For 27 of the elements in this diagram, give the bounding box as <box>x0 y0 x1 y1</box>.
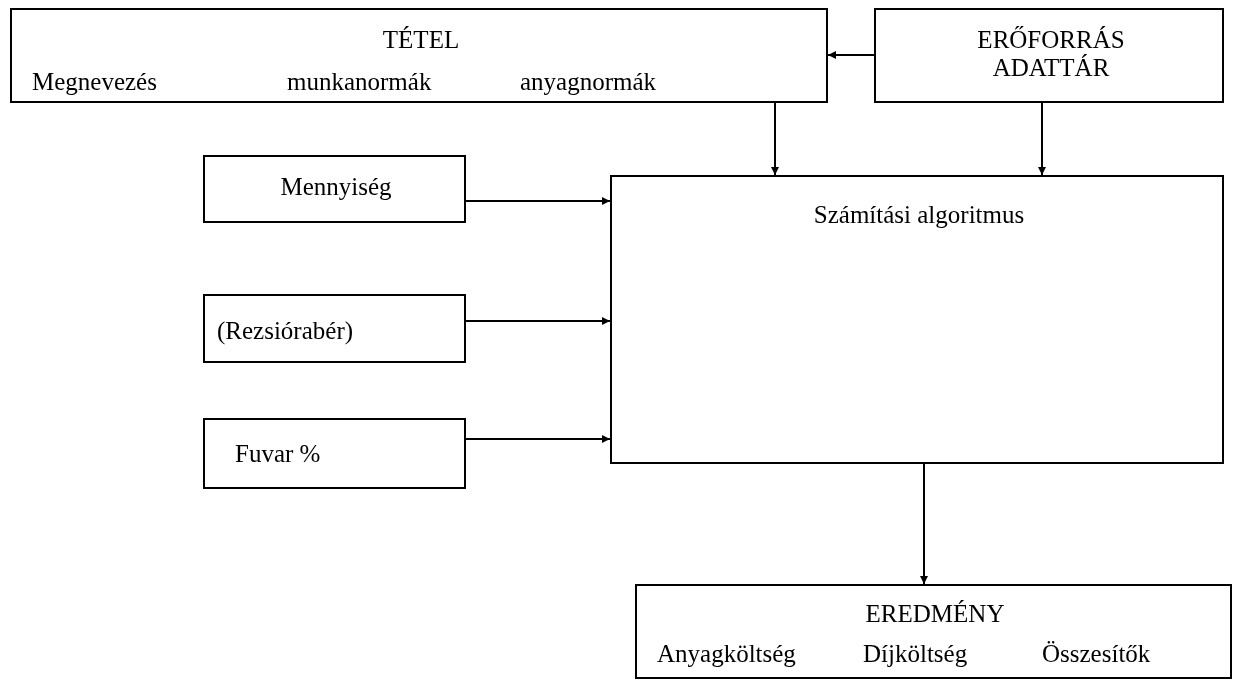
box-title: Számítási algoritmus <box>813 201 1025 229</box>
box-title: EREDMÉNY <box>865 600 1005 628</box>
box-text: munkanormák <box>287 68 432 96</box>
box-text: Megnevezés <box>32 68 157 96</box>
arrow <box>920 463 928 585</box>
box-title: ERŐFORRÁS ADATTÁR <box>976 26 1126 82</box>
process-box <box>203 418 466 489</box>
process-box <box>635 584 1232 679</box>
box-text: Anyagköltség <box>657 640 796 668</box>
arrow <box>465 317 611 325</box>
box-title: TÉTEL <box>382 26 460 54</box>
arrow <box>465 197 611 205</box>
box-text: Díjköltség <box>863 640 968 668</box>
process-box <box>10 8 828 103</box>
arrow <box>1038 102 1046 176</box>
arrow <box>771 102 779 176</box>
arrow <box>827 51 875 59</box>
box-text: anyagnormák <box>520 68 657 96</box>
process-box <box>203 155 466 223</box>
box-title: (Rezsiórabér) <box>217 317 354 345</box>
box-title: Fuvar % <box>235 440 321 468</box>
box-text: Összesítők <box>1042 640 1151 668</box>
process-box <box>610 175 1224 464</box>
arrow <box>465 435 611 443</box>
process-box <box>203 294 466 363</box>
process-box <box>874 8 1224 103</box>
box-title: Mennyiség <box>280 173 392 201</box>
